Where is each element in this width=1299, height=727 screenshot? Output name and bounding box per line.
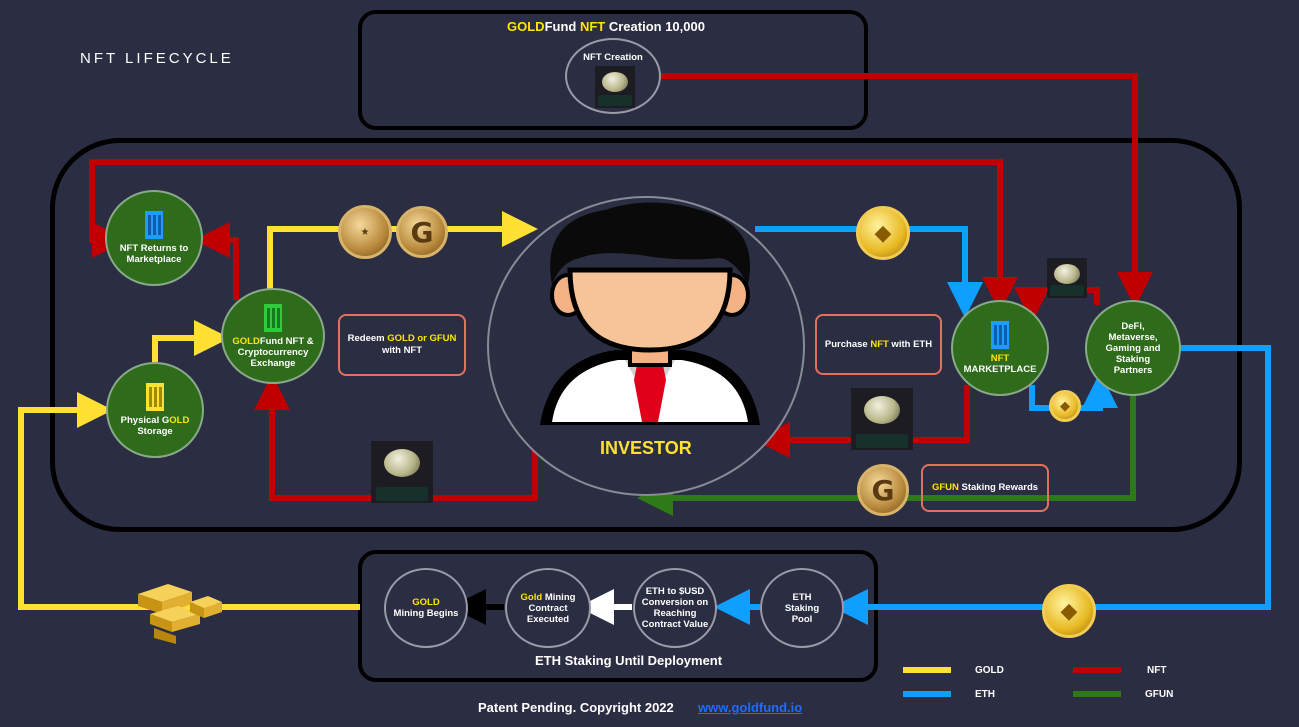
mining-contract-label: Gold Mining Contract Executed [520,591,576,625]
legend-gold-label: GOLD [975,665,1004,676]
legend-nft-swatch [1073,667,1121,673]
nft-token-icon [371,441,433,503]
eth-staking-pool-label: ETH Staking Pool [784,591,820,625]
investor-label: INVESTOR [600,438,692,458]
legend-gold-swatch [903,667,951,673]
building-icon [144,383,166,411]
nft-creation-title: GOLDFund NFT Creation 10,000 [507,19,705,34]
building-icon [143,211,165,239]
building-icon [989,321,1011,349]
purchase-label-box: Purchase NFT with ETH [815,314,942,375]
legend-eth-label: ETH [975,689,995,700]
eth-coin-icon: ◆ [856,206,910,260]
legend-gfun-label: GFUN [1145,689,1174,700]
investor-avatar-icon [540,202,760,425]
exchange-label: GOLDFund NFT & Cryptocurrency Exchange [232,335,314,369]
eth-staking-title: ETH Staking Until Deployment [535,653,723,668]
defi-partners-node[interactable]: DeFi, Metaverse, Gaming and Staking Part… [1085,300,1181,396]
gold-storage-label: Physical GOLD Storage [120,415,190,437]
gfun-coin-icon: G [396,206,448,258]
legend-eth-swatch [903,691,951,697]
gold-nft-coin-icon: ★ [338,205,392,259]
nft-token-icon [851,388,913,450]
footer-copyright: Patent Pending. Copyright 2022 [478,700,674,715]
building-icon [262,303,284,332]
nft-token-icon [595,66,635,108]
exchange-node[interactable]: GOLDFund NFT & Cryptocurrency Exchange [221,288,325,384]
eth-usd-conversion-label: ETH to $USD Conversion on Reaching Contr… [641,586,709,630]
nft-returns-label: NFT Returns to Marketplace [119,243,189,265]
gold-storage-node[interactable]: Physical GOLD Storage [106,362,204,458]
gold-bars-icon [138,584,222,644]
legend-nft-label: NFT [1147,665,1167,676]
nft-creation-label: NFT Creation [583,52,643,63]
footer-website-link[interactable]: www.goldfund.io [698,700,803,715]
mining-contract-node[interactable]: Gold Mining Contract Executed [505,568,591,648]
nft-returns-node[interactable]: NFT Returns to Marketplace [105,190,203,286]
eth-coin-icon: ◆ [1049,390,1081,422]
defi-partners-label: DeFi, Metaverse, Gaming and Staking Part… [1105,320,1161,376]
page-title: NFT LIFECYCLE [80,50,234,67]
nft-token-icon [1047,258,1087,298]
eth-coin-icon: ◆ [1042,584,1096,638]
eth-usd-conversion-node[interactable]: ETH to $USD Conversion on Reaching Contr… [633,568,717,648]
legend-gfun-swatch [1073,691,1121,697]
eth-staking-pool-node[interactable]: ETH Staking Pool [760,568,844,648]
staking-rewards-box: GFUN Staking Rewards [921,464,1049,512]
gfun-coin-icon: G [857,464,909,516]
redeem-label-box: Redeem GOLD or GFUN with NFT [338,314,466,376]
